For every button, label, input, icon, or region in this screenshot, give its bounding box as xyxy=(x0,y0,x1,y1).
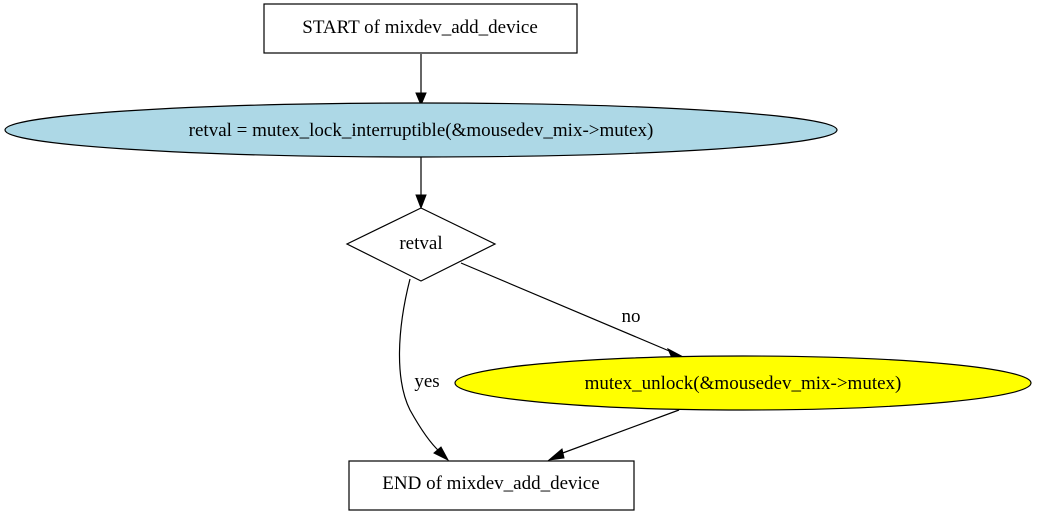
edge-check-to-unlock: no xyxy=(460,262,686,359)
edge-label-yes: yes xyxy=(414,371,439,392)
node-end-label: END of mixdev_add_device xyxy=(382,473,599,494)
edge-unlock-to-end xyxy=(547,409,680,461)
edge-check-to-end: yes xyxy=(398,278,450,462)
edge-lock-to-check xyxy=(415,156,427,210)
edge-start-to-lock xyxy=(415,54,427,107)
node-unlock-label: mutex_unlock(&mousedev_mix->mutex) xyxy=(585,373,902,394)
node-start-label: START of mixdev_add_device xyxy=(302,17,538,38)
node-lock: retval = mutex_lock_interruptible(&mouse… xyxy=(4,102,838,158)
node-end: END of mixdev_add_device xyxy=(348,460,635,511)
node-lock-label: retval = mutex_lock_interruptible(&mouse… xyxy=(189,120,654,141)
node-unlock: mutex_unlock(&mousedev_mix->mutex) xyxy=(454,355,1032,411)
node-start: START of mixdev_add_device xyxy=(263,3,578,54)
edge-label-no: no xyxy=(622,306,641,327)
node-check-label: retval xyxy=(399,233,442,254)
node-check: retval xyxy=(345,207,497,282)
